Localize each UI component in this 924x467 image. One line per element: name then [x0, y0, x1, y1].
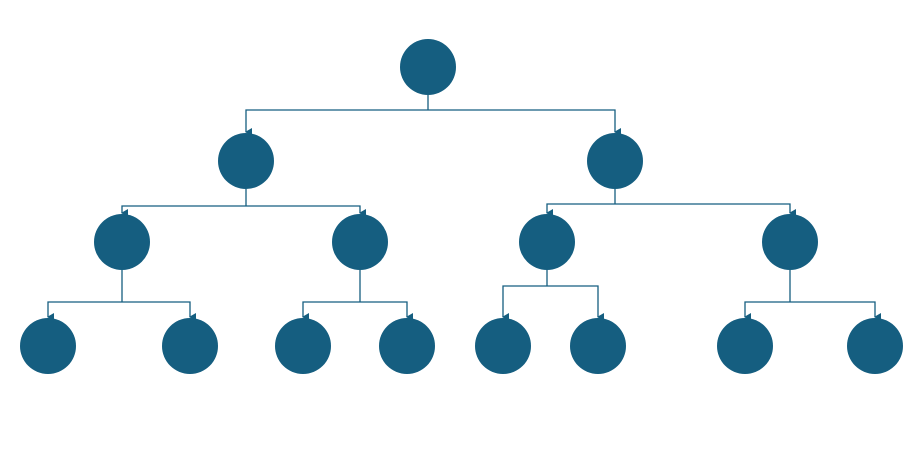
tree-node-n14 — [847, 318, 903, 374]
tree-node-n1 — [218, 133, 274, 189]
edge-n5-n11 — [502, 285, 547, 321]
edge-n4-n10 — [360, 301, 413, 321]
edge-n3-n7 — [47, 301, 122, 321]
edge-n2-n6 — [615, 203, 796, 217]
tree-node-n9 — [275, 318, 331, 374]
tree-node-n12 — [570, 318, 626, 374]
edge-n4-n9 — [302, 301, 360, 321]
tree-node-n13 — [717, 318, 773, 374]
tree-node-n5 — [519, 214, 575, 270]
edge-n1-n3 — [121, 205, 246, 217]
edge-n1-n4 — [246, 205, 366, 217]
edge-n2-n5 — [546, 203, 615, 217]
tree-node-n7 — [20, 318, 76, 374]
edge-n0-n1 — [245, 109, 428, 136]
nodes-layer — [20, 39, 903, 374]
tree-node-n10 — [379, 318, 435, 374]
tree-node-n2 — [587, 133, 643, 189]
edges-layer — [47, 95, 881, 321]
tree-node-n6 — [762, 214, 818, 270]
edge-n6-n13 — [744, 301, 790, 321]
edge-n5-n12 — [547, 285, 604, 321]
tree-node-n11 — [475, 318, 531, 374]
edge-n0-n2 — [428, 109, 621, 136]
edge-n6-n14 — [790, 301, 881, 321]
tree-node-n0 — [400, 39, 456, 95]
tree-node-n4 — [332, 214, 388, 270]
tree-node-n8 — [162, 318, 218, 374]
tree-node-n3 — [94, 214, 150, 270]
edge-n3-n8 — [122, 301, 196, 321]
